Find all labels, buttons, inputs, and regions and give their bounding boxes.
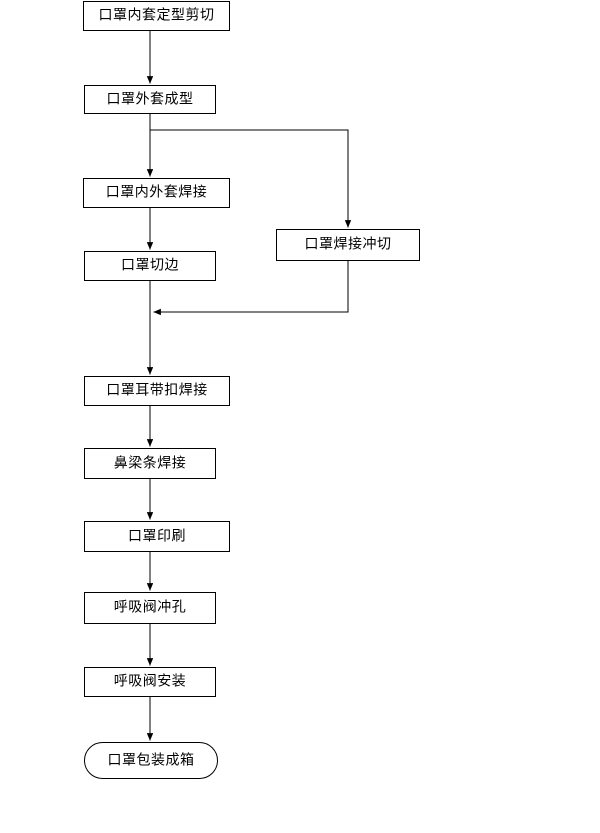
- flow-node-label: 口罩切边: [121, 257, 179, 274]
- flow-node-n7[interactable]: 鼻梁条焊接: [84, 448, 216, 479]
- flow-node-label: 口罩焊接冲切: [304, 236, 392, 253]
- flow-node-label: 呼吸阀冲孔: [113, 599, 187, 616]
- edge-n5-merge: [153, 261, 349, 316]
- flow-node-label: 口罩印刷: [128, 528, 186, 544]
- flow-node-n8[interactable]: 口罩印刷: [84, 521, 230, 552]
- flow-node-n4[interactable]: 口罩切边: [84, 251, 216, 281]
- flow-node-label: 口罩耳带扣焊接: [106, 382, 208, 399]
- flow-node-n1[interactable]: 口罩内套定型剪切: [83, 1, 230, 31]
- flow-node-n3[interactable]: 口罩内外套焊接: [83, 178, 230, 208]
- flow-node-n6[interactable]: 口罩耳带扣焊接: [84, 376, 230, 406]
- flow-node-n10[interactable]: 呼吸阀安装: [84, 667, 216, 697]
- edge-n2-n5: [150, 129, 352, 228]
- flow-node-label: 口罩内套定型剪切: [98, 7, 215, 24]
- flow-node-n11-terminator[interactable]: 口罩包装成箱: [84, 742, 218, 779]
- flow-node-label: 呼吸阀安装: [113, 673, 187, 690]
- flow-node-n5[interactable]: 口罩焊接冲切: [276, 229, 420, 261]
- flow-node-label: 鼻梁条焊接: [113, 455, 187, 471]
- flow-node-label: 口罩内外套焊接: [105, 184, 208, 201]
- flow-node-label: 口罩包装成箱: [107, 752, 195, 768]
- flow-node-n9[interactable]: 呼吸阀冲孔: [84, 592, 216, 624]
- flow-node-label: 口罩外套成型: [106, 91, 194, 107]
- flow-node-n2[interactable]: 口罩外套成型: [84, 85, 216, 114]
